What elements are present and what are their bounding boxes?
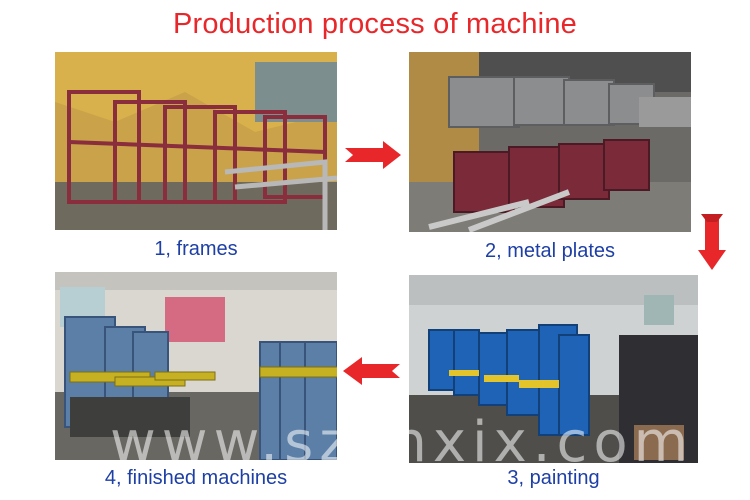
watermark: www.szchxix.com bbox=[110, 410, 695, 475]
step-1-caption: 1, frames bbox=[154, 238, 238, 260]
frames-photo bbox=[55, 52, 337, 230]
left-arrow-icon bbox=[343, 357, 400, 385]
page-title: Production process of machine bbox=[173, 8, 577, 40]
metal-plates-photo bbox=[409, 52, 691, 232]
finished-machines-photo bbox=[55, 272, 337, 460]
painting-photo bbox=[409, 275, 698, 463]
right-arrow-icon bbox=[345, 141, 401, 169]
step-2-caption: 2, metal plates bbox=[484, 240, 616, 262]
down-arrow-icon bbox=[698, 214, 726, 270]
step-3-caption: 3, painting bbox=[507, 467, 600, 489]
step-4-caption: 4, finished machines bbox=[104, 467, 288, 489]
